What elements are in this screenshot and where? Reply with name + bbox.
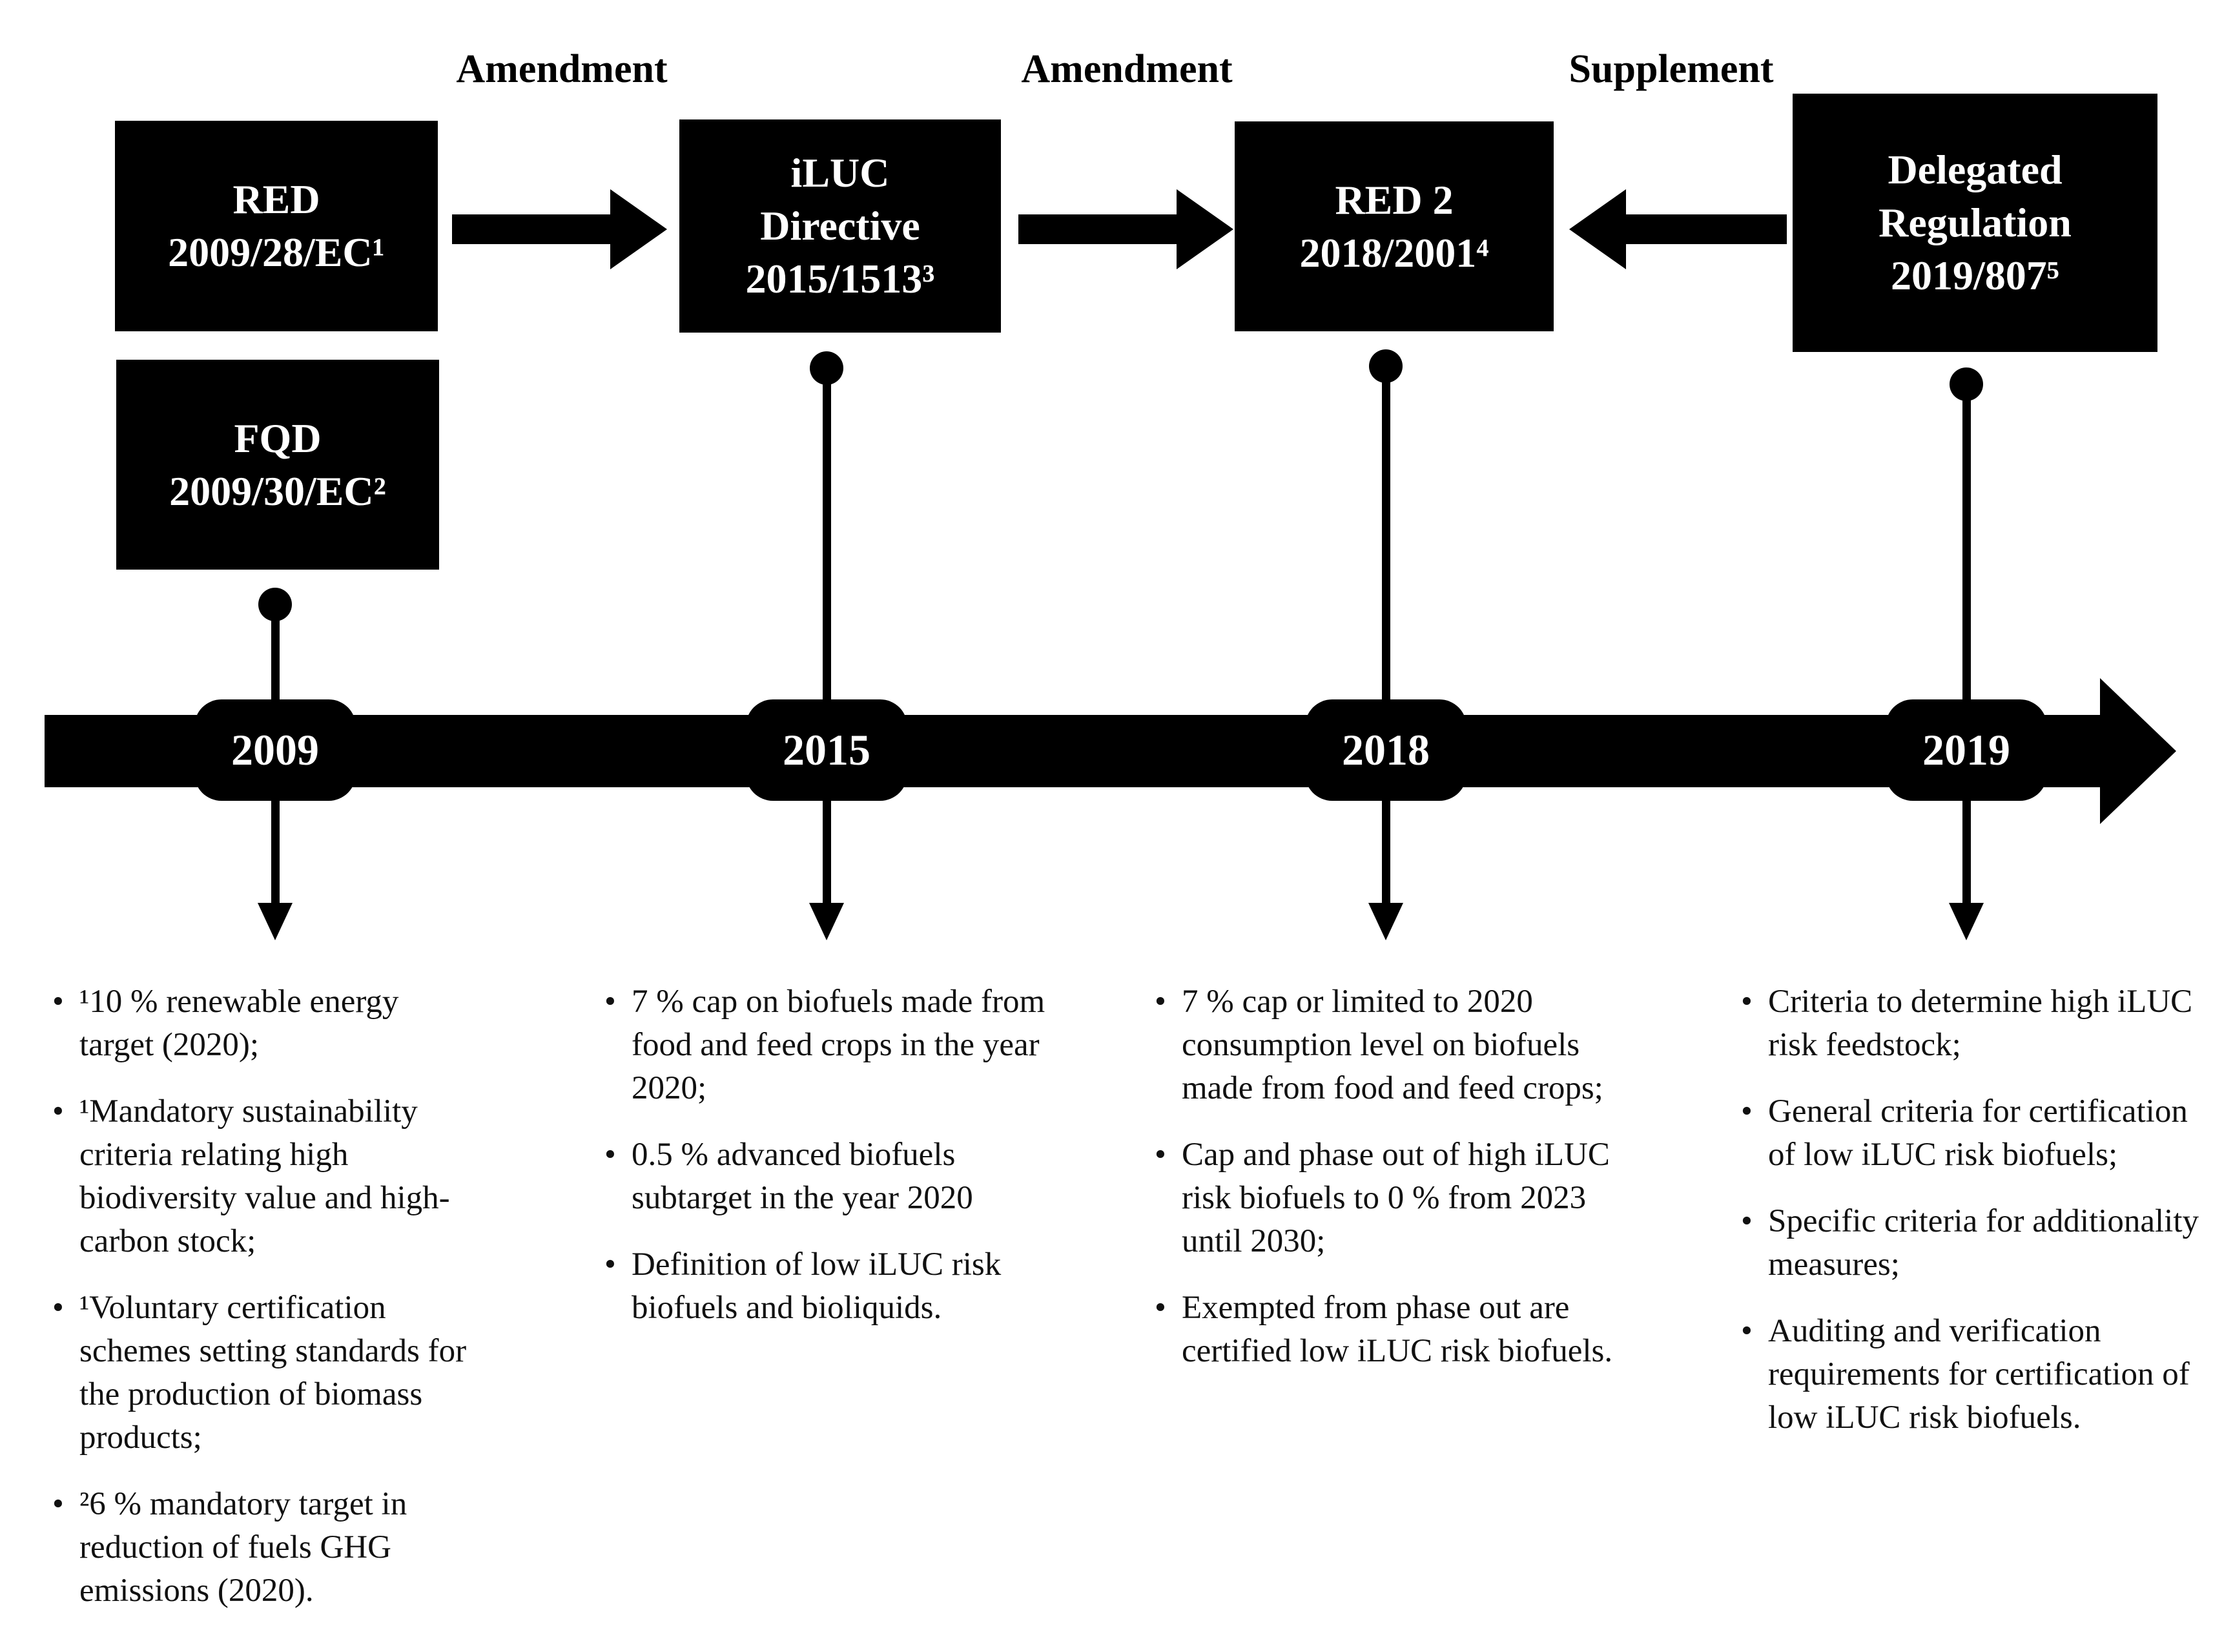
relation-label-supplement: Supplement [1569,47,1774,91]
list-item: General criteria for certification of lo… [1737,1090,2202,1177]
year-chip-2018: 2018 [1305,699,1467,801]
bullet-column-2015: 7 % cap on biofuels made from food and f… [601,980,1053,1353]
down-arrow-icon-2018 [1368,903,1403,940]
box-title-line: Regulation [1878,200,2072,245]
bullet-column-2019: Criteria to determine high iLUC risk fee… [1737,980,2202,1463]
year-chip-2019: 2019 [1886,699,2047,801]
list-item: Criteria to determine high iLUC risk fee… [1737,980,2202,1067]
list-item: ¹Voluntary certification schemes setting… [48,1286,475,1460]
year-chip-2015: 2015 [746,699,907,801]
box-fqd-2009-30-ec: FQD 2009/30/EC² [116,360,439,570]
box-title-line: RED [232,176,320,222]
box-delegated-regulation: Delegated Regulation 2019/807⁵ [1793,94,2157,352]
bullet-column-2018: 7 % cap or limited to 2020 consumption l… [1151,980,1629,1396]
stem-2015 [823,368,831,903]
timeline-bar [45,715,2100,787]
down-arrow-icon-2015 [809,903,844,940]
box-iluc-directive: iLUC Directive 2015/1513³ [679,119,1001,333]
box-title-line: RED 2 [1335,176,1454,223]
arrow-shaft [1018,214,1180,244]
list-item: Cap and phase out of high iLUC risk biof… [1151,1133,1629,1263]
relation-label-amendment-2: Amendment [1021,47,1233,91]
box-title-line: Directive [760,203,920,249]
list-item: ¹10 % renewable energy target (2020); [48,980,475,1067]
list-item: ²6 % mandatory target in reduction of fu… [48,1483,475,1613]
box-title-line: 2015/1513³ [745,256,935,302]
down-arrow-icon-2019 [1949,903,1984,940]
box-red2-2018-2001: RED 2 2018/2001⁴ [1235,121,1554,331]
list-item: Exempted from phase out are certified lo… [1151,1286,1629,1373]
arrow-head-left-icon [1569,189,1626,269]
list-item: ¹Mandatory sustainability criteria relat… [48,1090,475,1263]
box-red-2009-28-ec: RED 2009/28/EC¹ [115,121,438,331]
list-item: 7 % cap or limited to 2020 consumption l… [1151,980,1629,1110]
relation-label-amendment-1: Amendment [456,47,668,91]
arrow-shaft [1624,214,1787,244]
stem-2019 [1962,384,1971,903]
box-title-line: 2019/807⁵ [1891,253,2059,298]
bullet-column-2009: ¹10 % renewable energy target (2020); ¹M… [48,980,475,1636]
stem-2018 [1382,366,1390,903]
list-item: Specific criteria for additionality meas… [1737,1200,2202,1286]
box-title-line: FQD [234,415,322,461]
box-title-line: Delegated [1888,147,2063,192]
arrow-head-right-icon [610,189,667,269]
arrow-head-right-icon [1177,189,1233,269]
year-chip-2009: 2009 [194,699,356,801]
list-item: 0.5 % advanced biofuels subtarget in the… [601,1133,1053,1220]
box-title-line: iLUC [790,150,890,196]
timeline-arrowhead-icon [2100,678,2176,824]
list-item: 7 % cap on biofuels made from food and f… [601,980,1053,1110]
list-item: Auditing and verification requirements f… [1737,1310,2202,1440]
box-title-line: 2009/28/EC¹ [168,229,385,275]
arrow-shaft [452,214,613,244]
down-arrow-icon-2009 [258,903,293,940]
box-title-line: 2009/30/EC² [169,468,386,514]
box-title-line: 2018/2001⁴ [1299,229,1489,276]
list-item: Definition of low iLUC risk biofuels and… [601,1243,1053,1330]
